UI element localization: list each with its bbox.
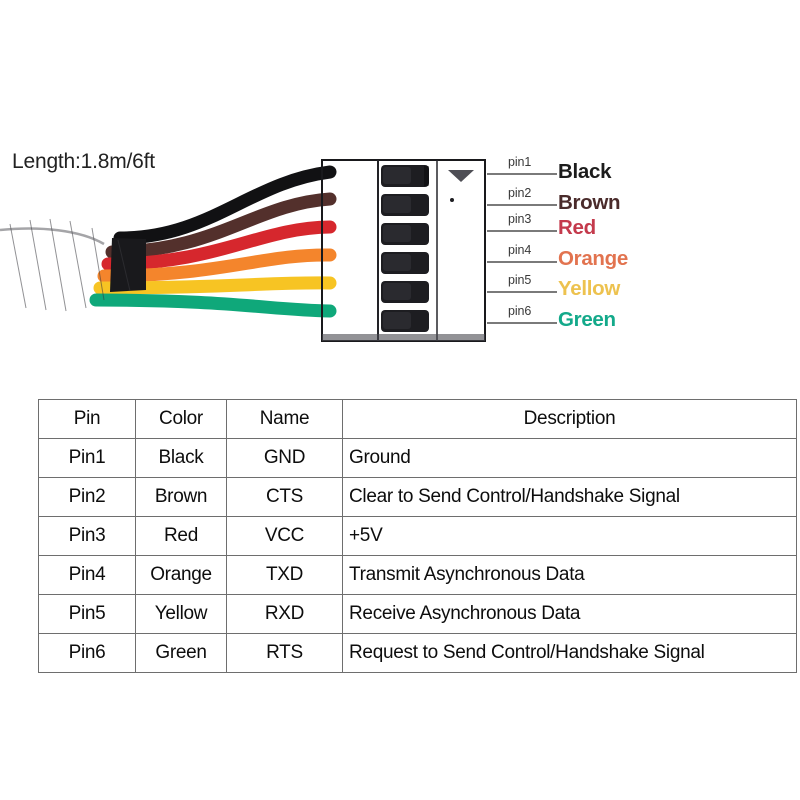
cell-color: Red bbox=[135, 516, 227, 556]
cell-name: VCC bbox=[226, 516, 343, 556]
green-wire bbox=[89, 293, 337, 318]
leader-lines bbox=[487, 173, 557, 324]
pin-number-6: pin6 bbox=[508, 304, 532, 318]
cell-description: Request to Send Control/Handshake Signal bbox=[342, 633, 797, 673]
cell-name: RXD bbox=[226, 594, 343, 634]
header-name: Name bbox=[226, 399, 343, 439]
cell-description: +5V bbox=[342, 516, 797, 556]
pin-number-5: pin5 bbox=[508, 273, 532, 287]
cell-description: Receive Asynchronous Data bbox=[342, 594, 797, 634]
table-row: Pin6 Green RTS Request to Send Control/H… bbox=[38, 633, 797, 673]
pin-number-2: pin2 bbox=[508, 186, 532, 200]
table-row: Pin5 Yellow RXD Receive Asynchronous Dat… bbox=[38, 594, 797, 634]
table-header-row: Pin Color Name Description bbox=[38, 399, 797, 439]
cell-color: Black bbox=[135, 438, 227, 478]
header-description: Description bbox=[342, 399, 797, 439]
pin-color-label-2: Brown bbox=[558, 191, 621, 214]
pin-slot-1 bbox=[381, 165, 429, 187]
connector-pin-slots bbox=[381, 165, 429, 332]
cell-name: CTS bbox=[226, 477, 343, 517]
connector-housing bbox=[321, 159, 486, 342]
pinout-table: Pin Color Name Description Pin1 Black GN… bbox=[38, 399, 797, 673]
cell-name: RTS bbox=[226, 633, 343, 673]
pin-number-1: pin1 bbox=[508, 155, 532, 169]
pin-number-3: pin3 bbox=[508, 212, 532, 226]
pin-color-label-3: Red bbox=[558, 216, 596, 239]
pin-color-label-1: Black bbox=[558, 160, 612, 183]
brown-wire bbox=[105, 192, 337, 259]
pin-slot-5 bbox=[381, 281, 429, 303]
cable-sleeve bbox=[0, 217, 146, 313]
cell-name: TXD bbox=[226, 555, 343, 595]
cell-pin: Pin1 bbox=[38, 438, 136, 478]
cell-name: GND bbox=[226, 438, 343, 478]
header-pin: Pin bbox=[38, 399, 136, 439]
header-color: Color bbox=[135, 399, 227, 439]
cell-color: Green bbox=[135, 633, 227, 673]
pin-slot-2 bbox=[381, 194, 429, 216]
table-row: Pin1 Black GND Ground bbox=[38, 438, 797, 478]
cell-pin: Pin6 bbox=[38, 633, 136, 673]
pin-slot-6 bbox=[381, 310, 429, 332]
product-photo: Length:1.8m/6ft pin1 Black pin2 Brown pi… bbox=[0, 0, 800, 380]
black-wire bbox=[113, 165, 337, 245]
pin-slot-3 bbox=[381, 223, 429, 245]
table-row: Pin4 Orange TXD Transmit Asynchronous Da… bbox=[38, 555, 797, 595]
cell-pin: Pin4 bbox=[38, 555, 136, 595]
cell-description: Clear to Send Control/Handshake Signal bbox=[342, 477, 797, 517]
pin-color-label-6: Green bbox=[558, 308, 616, 331]
table-row: Pin3 Red VCC +5V bbox=[38, 516, 797, 556]
cable-illustration bbox=[0, 159, 557, 342]
pin-color-label-5: Yellow bbox=[558, 277, 621, 300]
cell-description: Ground bbox=[342, 438, 797, 478]
pin1-triangle-marker bbox=[448, 170, 474, 182]
pin-number-4: pin4 bbox=[508, 243, 532, 257]
cell-color: Brown bbox=[135, 477, 227, 517]
cell-color: Orange bbox=[135, 555, 227, 595]
pin-color-label-4: Orange bbox=[558, 247, 628, 270]
cell-pin: Pin5 bbox=[38, 594, 136, 634]
cell-pin: Pin3 bbox=[38, 516, 136, 556]
pin-slot-4 bbox=[381, 252, 429, 274]
cell-color: Yellow bbox=[135, 594, 227, 634]
cable-length-caption: Length:1.8m/6ft bbox=[12, 150, 155, 173]
cell-description: Transmit Asynchronous Data bbox=[342, 555, 797, 595]
cell-pin: Pin2 bbox=[38, 477, 136, 517]
red-wire bbox=[101, 220, 337, 271]
table-row: Pin2 Brown CTS Clear to Send Control/Han… bbox=[38, 477, 797, 517]
